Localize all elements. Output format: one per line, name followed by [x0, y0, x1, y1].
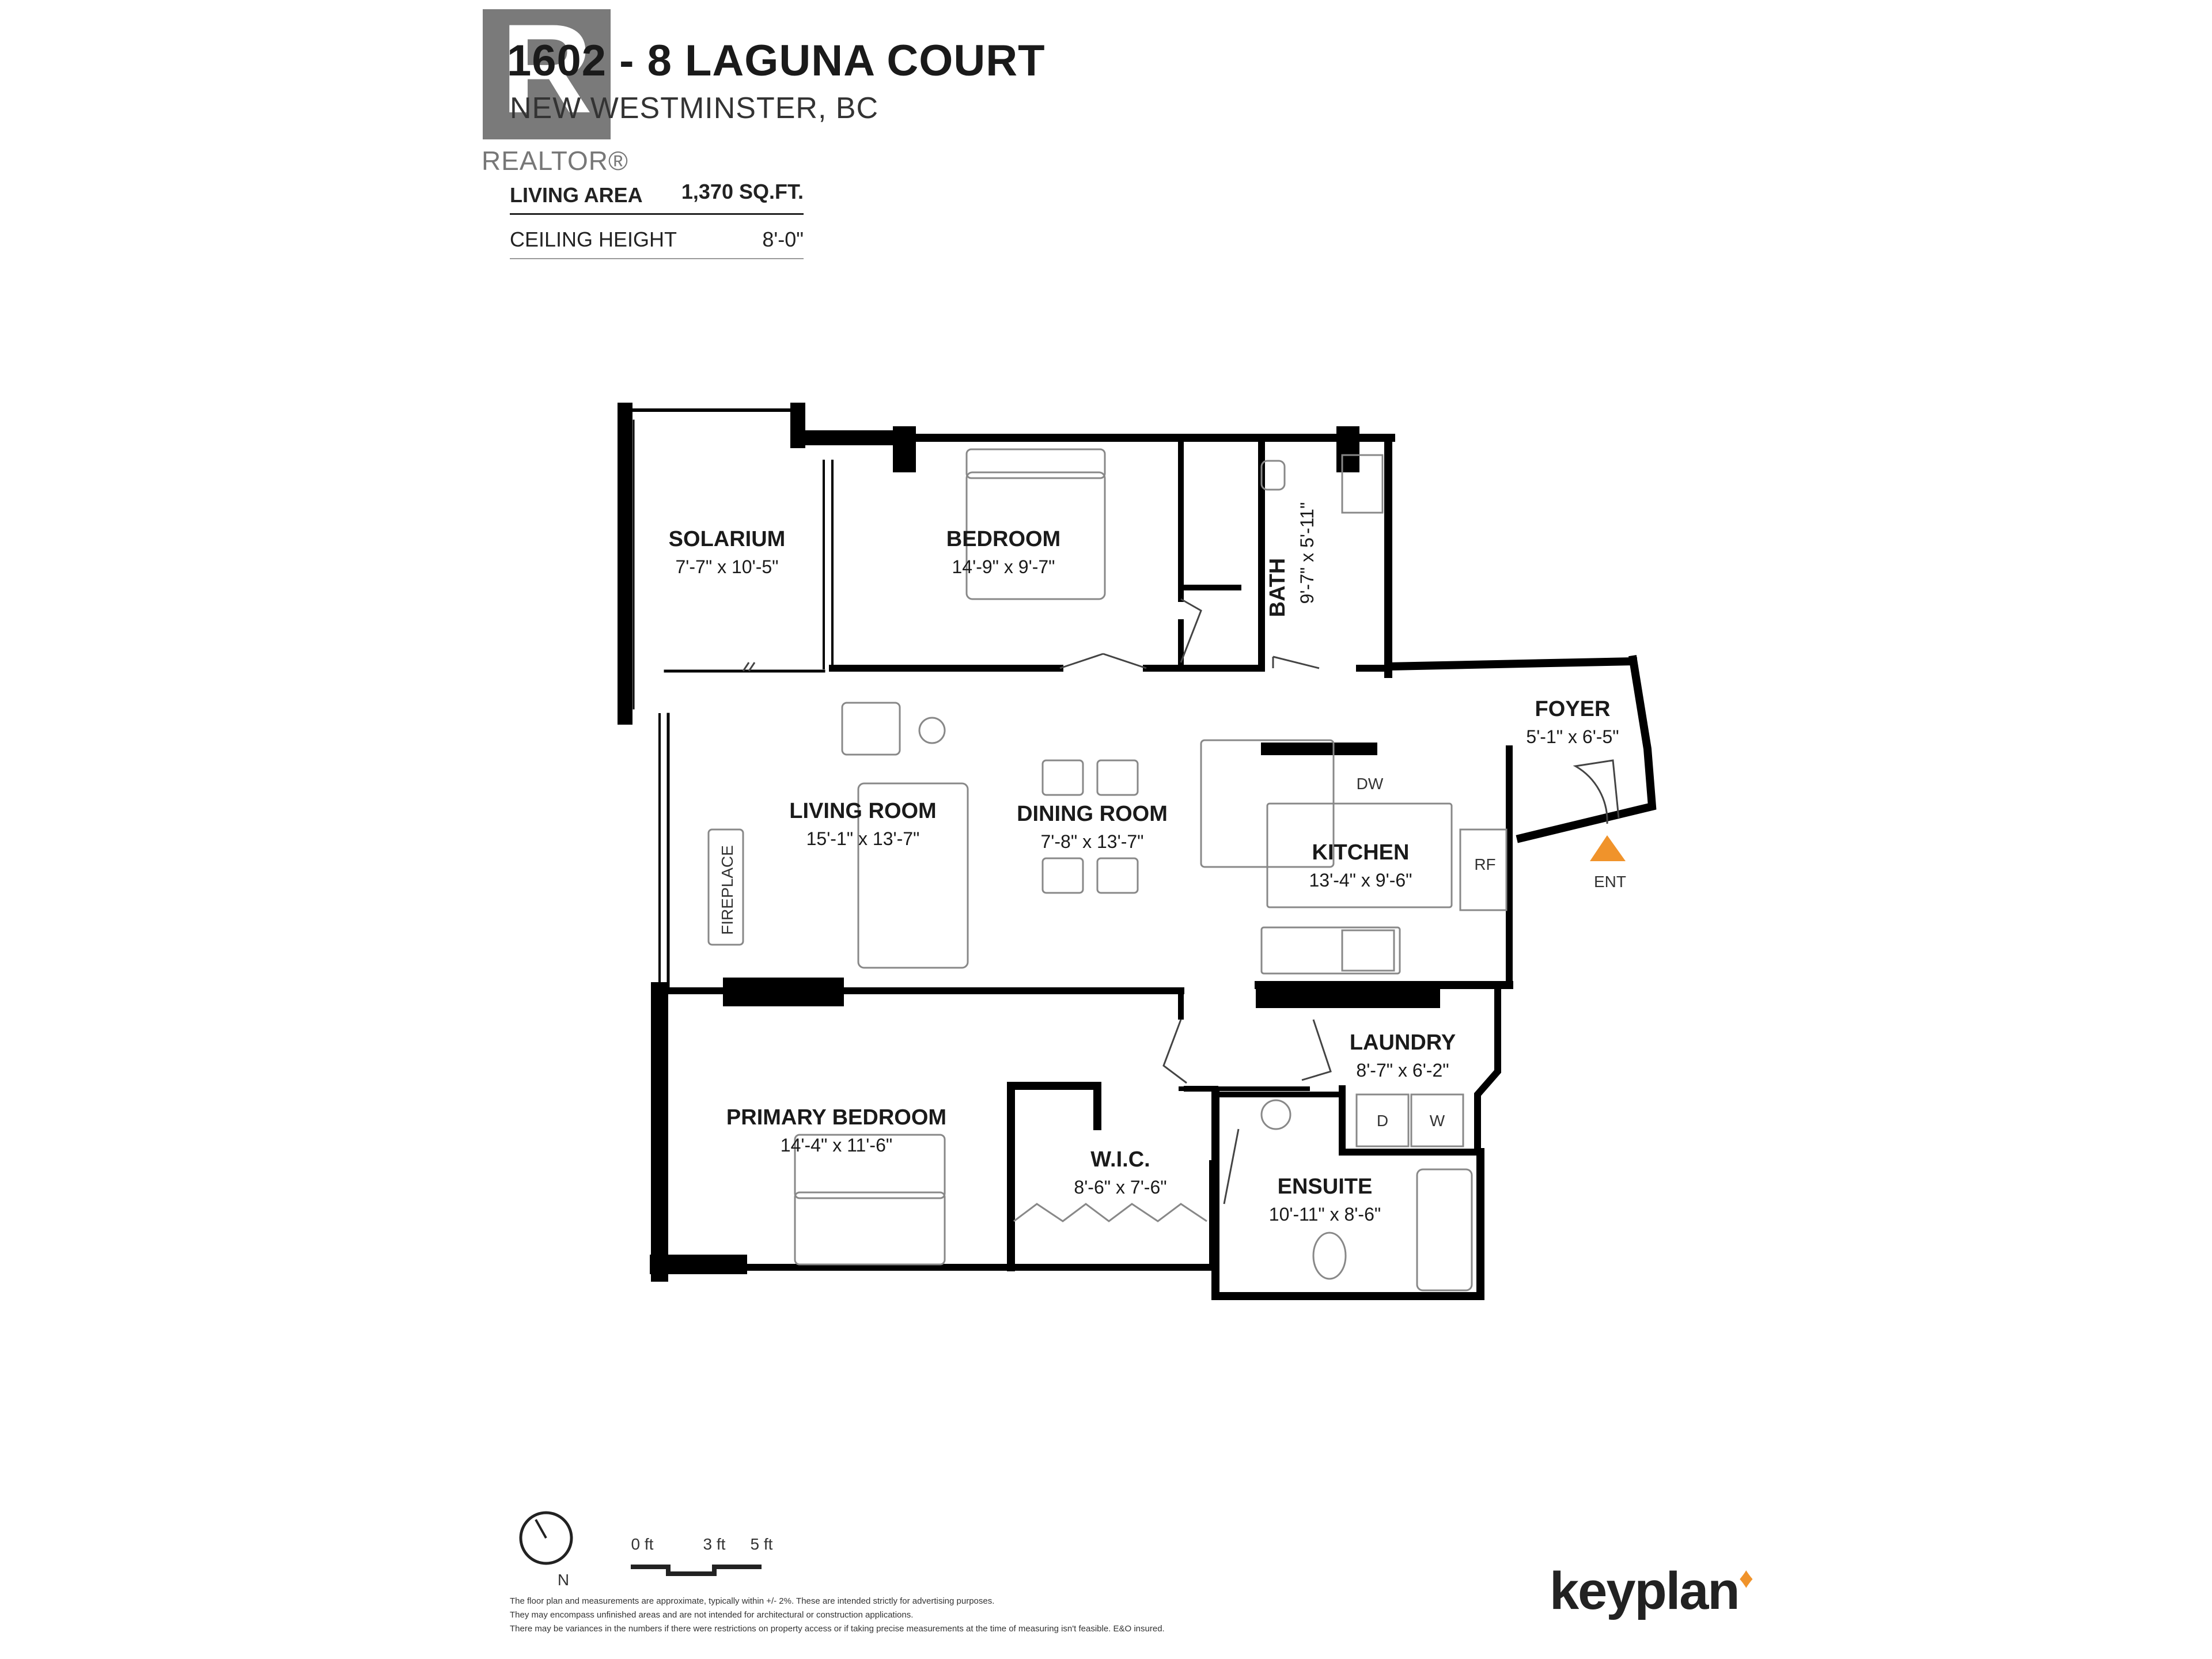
- living-area-value: 1,370 SQ.FT.: [681, 180, 804, 203]
- scale-3-label: 3 ft: [703, 1535, 726, 1553]
- primary-bedroom-dims: 14'-4" x 11'-6": [781, 1135, 892, 1156]
- solarium-label: SOLARIUM: [669, 527, 786, 551]
- scale-0-label: 0 ft: [631, 1535, 654, 1553]
- dining-room-label: DINING ROOM: [1017, 802, 1168, 826]
- ensuite-dims: 10'-11" x 8'-6": [1269, 1204, 1381, 1225]
- north-compass: N: [519, 1511, 573, 1589]
- solarium-dims: 7'-7" x 10'-5": [675, 556, 778, 577]
- kitchen-dims: 13'-4" x 9'-6": [1309, 870, 1412, 891]
- wic-label: W.I.C.: [1090, 1147, 1150, 1172]
- wic-dims: 8'-6" x 7'-6": [1074, 1177, 1166, 1198]
- kitchen-label: KITCHEN: [1312, 840, 1410, 865]
- page-title: 1602 - 8 LAGUNA COURT: [507, 36, 1046, 85]
- bath-label: BATH: [1266, 558, 1290, 618]
- bedroom-label: BEDROOM: [946, 527, 1060, 551]
- foyer-dims: 5'-1" x 6'-5": [1526, 726, 1619, 747]
- bedroom-dims: 14'-9" x 9'-7": [952, 556, 1055, 577]
- keyplan-logo: keyplan♦: [1550, 1561, 1753, 1622]
- entry-arrow-icon: [1590, 835, 1626, 861]
- scale-bar: 0 ft 3 ft 5 ft: [631, 1535, 773, 1576]
- furniture: [707, 448, 1508, 1291]
- page-subtitle: NEW WESTMINSTER, BC: [510, 92, 879, 125]
- disclaimer-line: The floor plan and measurements are appr…: [510, 1596, 995, 1606]
- ceiling-height-label: CEILING HEIGHT: [510, 228, 677, 251]
- laundry-dims: 8'-7" x 6'-2": [1356, 1060, 1449, 1081]
- realtor-logo-mark: R: [501, 0, 593, 139]
- room-labels: SOLARIUM 7'-7" x 10'-5" BEDROOM 14'-9" x…: [669, 502, 1619, 1225]
- disclaimer: The floor plan and measurements are appr…: [510, 1594, 1374, 1636]
- north-label: N: [558, 1571, 569, 1589]
- dining-room-dims: 7'-8" x 13'-7": [1040, 831, 1143, 852]
- realtor-logo-text: REALTOR®: [482, 146, 628, 176]
- entry-label: ENT: [1594, 873, 1626, 891]
- primary-bedroom-label: PRIMARY BEDROOM: [726, 1105, 946, 1130]
- living-area-label: LIVING AREA: [510, 183, 643, 207]
- flame-icon: ♦: [1738, 1562, 1753, 1594]
- living-room-label: LIVING ROOM: [789, 799, 936, 823]
- disclaimer-line: There may be variances in the numbers if…: [510, 1624, 1165, 1634]
- realtor-logo: R: [483, 3, 611, 139]
- fridge-label: RF: [1474, 855, 1495, 873]
- washer-label: W: [1430, 1112, 1445, 1130]
- ceiling-height-value: 8'-0": [762, 228, 804, 251]
- fixture-labels: FIREPLACE DW RF D W ENT: [718, 775, 1626, 1130]
- living-room-dims: 15'-1" x 13'-7": [806, 828, 920, 849]
- fireplace-label: FIREPLACE: [718, 845, 736, 935]
- laundry-label: LAUNDRY: [1350, 1031, 1456, 1055]
- bath-dims: 9'-7" x 5'-11": [1297, 502, 1317, 604]
- disclaimer-line: They may encompass unfinished areas and …: [510, 1610, 914, 1620]
- dishwasher-label: DW: [1357, 775, 1384, 793]
- scale-5-label: 5 ft: [751, 1535, 773, 1553]
- doors: [742, 598, 1620, 1205]
- foyer-label: FOYER: [1535, 697, 1611, 721]
- spec-divider-2: [510, 258, 804, 259]
- walls: [618, 403, 1657, 1300]
- ensuite-label: ENSUITE: [1278, 1175, 1373, 1199]
- spec-divider: [510, 213, 804, 215]
- dryer-label: D: [1377, 1112, 1388, 1130]
- keyplan-logo-text: keyplan: [1550, 1562, 1740, 1620]
